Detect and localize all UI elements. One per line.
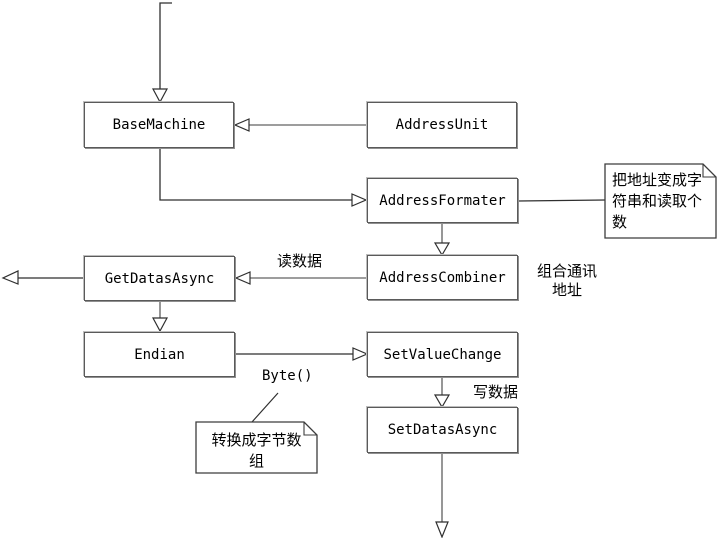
arrowhead-setdatasasync-top [433,394,451,409]
node-addresscombiner: AddressCombiner [367,255,518,300]
node-basemachine-label: BaseMachine [112,117,206,133]
edge-label-combine-address: 组合通讯 地址 [536,263,597,299]
arrowhead-bottom-exit [435,521,449,538]
arrowhead-setvaluechange-left [352,347,369,361]
node-setvaluechange-label: SetValueChange [383,346,502,363]
node-addressformater-label: AddressFormater [379,192,506,209]
note-address-formater-outline [604,163,717,239]
node-addresscombiner-label: AddressCombiner [379,269,506,286]
edge-note-to-byte [251,392,279,423]
arrowhead-addressformater-left [351,193,368,207]
note-address-formater-fold [702,164,716,178]
node-basemachine: BaseMachine [84,102,234,148]
edge-label-write-data: 写数据 [473,384,519,401]
node-getdatasasync: GetDatasAsync [84,256,235,301]
node-setdatasasync-label: SetDatasAsync [387,422,498,438]
note-endian-text: 转换成字节数组 [211,432,302,470]
arrowhead-getdatasasync-right [234,271,251,285]
arrowhead-basemachine-top [151,88,169,104]
node-endian: Endian [84,332,235,377]
edge-basemachine-to-addressformater [159,148,352,201]
edge-top-to-basemachine [159,2,172,89]
edge-label-read-data: 读数据 [277,253,323,270]
node-addressunit: AddressUnit [367,102,517,148]
note-address-formater-text: 把地址变成字符串和读取个数 [612,172,703,231]
arrowhead-addresscombiner-top [433,242,451,257]
arrowhead-endian-top [151,317,169,333]
node-setdatasasync: SetDatasAsync [367,407,518,453]
node-getdatasasync-label: GetDatasAsync [104,270,215,287]
edge-label-byte: Byte() [262,368,313,384]
node-addressunit-label: AddressUnit [395,117,489,133]
node-setvaluechange: SetValueChange [367,332,518,377]
arrowhead-basemachine-right [233,118,250,132]
arrowhead-left-exit [1,270,19,285]
note-endian-outline [195,421,318,474]
node-endian-label: Endian [134,346,185,363]
edge-addressformater-to-note [517,199,606,202]
note-endian-fold [303,422,317,436]
node-addressformater: AddressFormater [367,178,518,223]
